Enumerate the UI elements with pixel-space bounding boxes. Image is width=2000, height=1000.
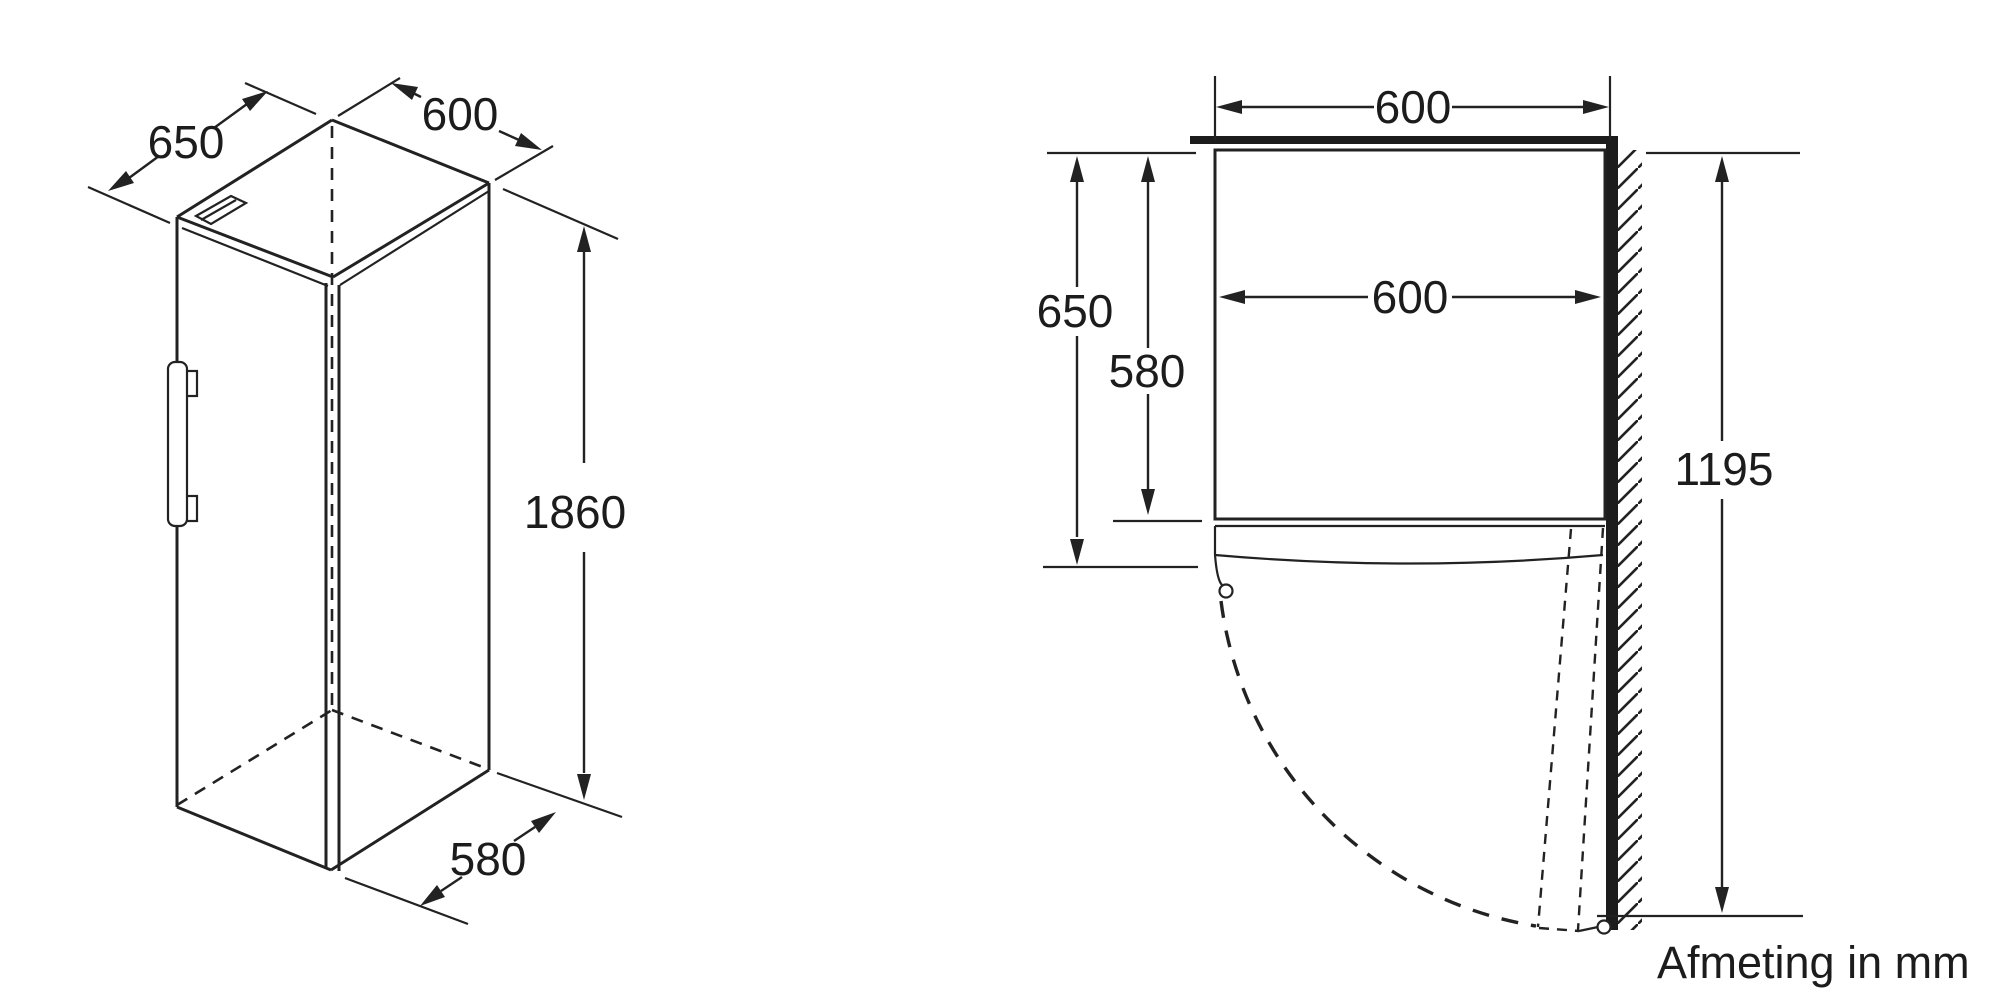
plan-dim-1195: 1195 [1597,151,1803,918]
plan-wall-clearance-label: 1195 [1675,443,1774,495]
wall [1606,136,1618,930]
door-swing-arc [1219,600,1537,928]
door-front-edge [1214,553,1604,565]
fridge-top-face [176,118,490,288]
plan-dim-650: 650 [1037,156,1114,565]
fridge-body-edges [175,126,491,872]
door-handle [166,194,249,528]
iso-dim-580: 580 [344,812,556,926]
plan-dim-580: 580 [1109,156,1186,515]
plan-view: 600 600 650 580 [1037,76,1803,935]
plan-inner-width-label: 600 [1372,271,1449,323]
iso-dim-600: 600 [337,77,554,181]
door-handle-pin-open [1596,919,1612,935]
iso-dim-650: 650 [87,81,317,225]
iso-height-1860-label: 1860 [524,486,626,538]
plan-niche-width-label: 600 [1375,81,1452,133]
door-handle-pin-closed [1218,583,1234,599]
handle-grip-bar [166,360,189,528]
door-open-dashed [1536,527,1612,935]
door-closed [1213,526,1604,599]
handle-top-cap [193,194,249,226]
iso-depth-650-label: 650 [148,116,225,168]
plan-depth-total-label: 650 [1037,285,1114,337]
iso-dim-1860: 1860 [496,187,626,819]
units-caption: Afmeting in mm [1657,937,1970,988]
iso-width-600-label: 600 [422,88,499,140]
niche-top-line [1190,136,1618,144]
plan-depth-body-label: 580 [1109,345,1186,397]
iso-depth-580-label: 580 [450,833,527,885]
isometric-fridge-view: 650 600 1860 58 [87,77,626,926]
plan-dim-600-top: 600 [1213,76,1612,140]
plan-dim-600-inner: 600 [1219,271,1601,323]
wall-hatching [1618,150,1642,930]
cabinet-body [1213,148,1607,528]
